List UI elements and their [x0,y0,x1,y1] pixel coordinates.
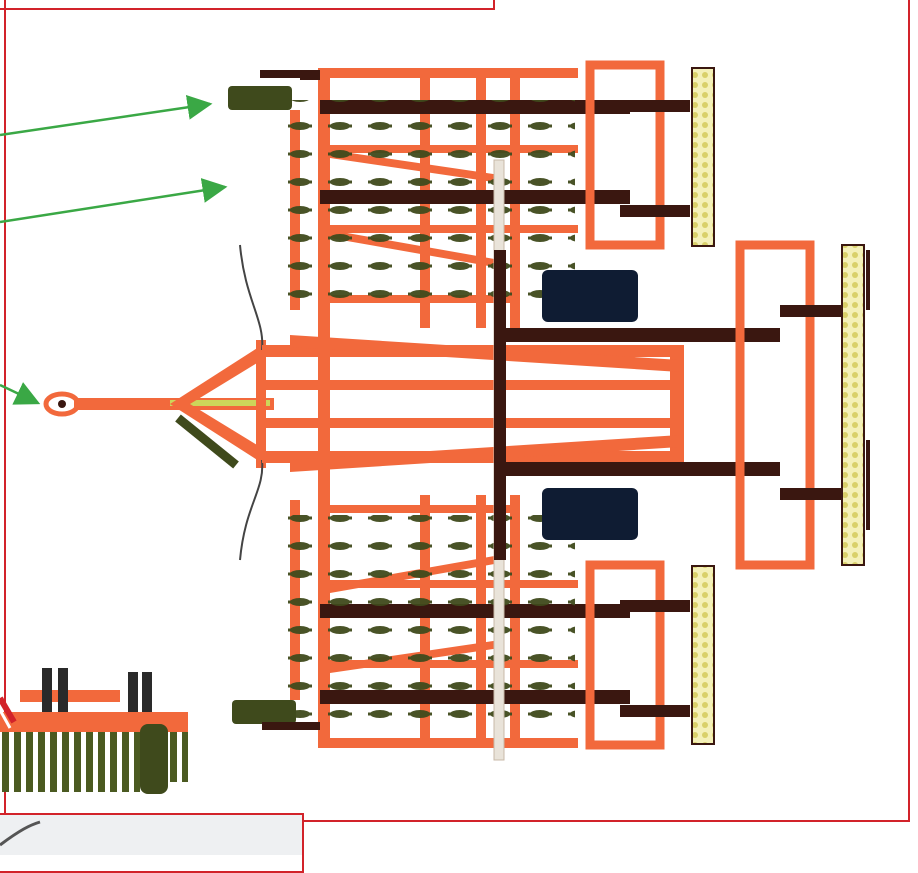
disc-gangs [585,60,850,750]
machine-plan-view [43,60,870,761]
transport-wheel-upper [542,270,638,322]
main-figure-frame [4,0,910,822]
inset-side-view [0,668,188,794]
callout-arrows [0,94,228,405]
callout-arrow-2 [0,178,228,224]
roller-centre [841,244,865,566]
transport-wheel-lower [542,488,638,540]
callout-arrow-1 [0,94,213,137]
roller-lower [691,565,715,745]
crumbler-rollers [691,67,870,745]
top-left-callout-frame [0,0,495,10]
drawbar-hitch [43,244,274,561]
transport-axle [493,159,780,761]
gauge-wheels [228,70,320,730]
left-wing [275,68,630,748]
callout-arrow-3 [0,382,41,405]
centre-frame [262,335,684,472]
right-wing [275,495,630,748]
gauge-wheel-upper [228,86,292,110]
roller-upper [691,67,715,247]
cultivator-plan-view-diagram [0,60,870,855]
bottom-inset-picture [0,815,302,855]
gauge-wheel-lower [232,700,296,724]
transport-wheels [542,270,638,540]
